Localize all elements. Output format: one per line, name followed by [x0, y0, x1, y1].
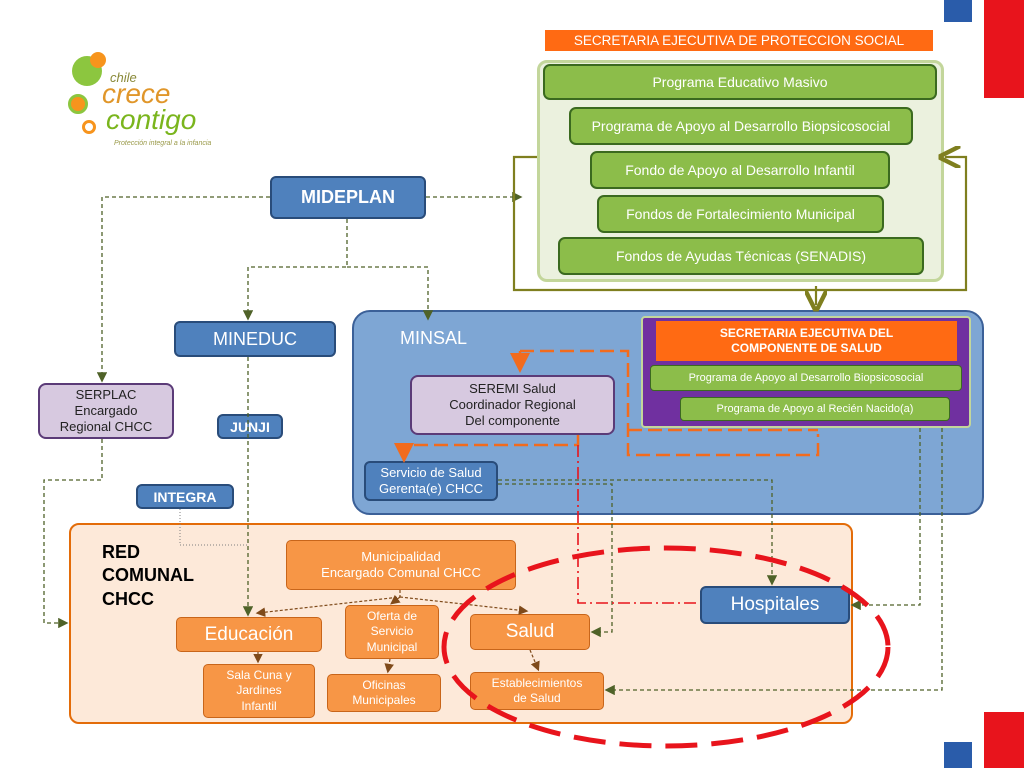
municipalidad-to-oferta-line	[390, 594, 401, 605]
program-apoyo-biopsicosocial: Programa de Apoyo al Desarrollo Biopsico…	[569, 107, 913, 145]
servicio-to-salud-line	[498, 483, 613, 638]
secretaria-salud-title: SECRETARIA EJECUTIVA DEL COMPONENTE DE S…	[656, 321, 957, 361]
servicio-salud-box: Servicio de Salud Gerenta(e) CHCC	[364, 461, 498, 501]
salud-to-establecimientos-line	[529, 649, 540, 672]
logo-country: chile	[110, 70, 137, 85]
junji-box: JUNJI	[217, 414, 283, 439]
logo-circle-icon	[90, 52, 106, 68]
salud-program-biopsicosocial: Programa de Apoyo al Desarrollo Biopsico…	[650, 365, 962, 391]
salud-program-recien-nacido: Programa de Apoyo al Recién Nacido(a)	[680, 397, 950, 421]
oferta-servicio-box: Oferta de Servicio Municipal	[345, 605, 439, 659]
logo-tagline: Protección integral a la infancia	[114, 140, 212, 147]
municipalidad-box: Municipalidad Encargado Comunal CHCC	[286, 540, 516, 590]
integra-line	[179, 509, 248, 546]
mideplan-to-mineduc-line	[242, 219, 348, 321]
logo-circle-icon	[68, 94, 88, 114]
serplac-box: SERPLAC Encargado Regional CHCC	[38, 383, 174, 439]
mideplan-box: MIDEPLAN	[270, 176, 426, 219]
oficinas-municipales-box: Oficinas Municipales	[327, 674, 441, 712]
salud-box: Salud	[470, 614, 590, 650]
seremi-coordination-loop	[520, 349, 820, 457]
establecimientos-salud-box: Establecimientos de Salud	[470, 672, 604, 710]
fondo-apoyo-desarrollo-infantil: Fondo de Apoyo al Desarrollo Infantil	[590, 151, 890, 189]
secretaria-salud-to-hospitales-line	[850, 428, 921, 611]
red-comunal-label: RED COMUNAL CHCC	[102, 542, 194, 609]
municipalidad-to-salud-line	[399, 596, 529, 615]
logo-circle-icon	[82, 120, 96, 134]
sala-cuna-box: Sala Cuna y Jardines Infantil	[203, 664, 315, 718]
minsal-label: MINSAL	[400, 328, 468, 348]
fondos-fortalecimiento-municipal: Fondos de Fortalecimiento Municipal	[597, 195, 884, 233]
secretaria-social-title: SECRETARIA EJECUTIVA DE PROTECCION SOCIA…	[545, 30, 933, 51]
seremi-to-servicio-line	[394, 435, 580, 463]
seremi-to-hospitales-line	[577, 445, 698, 604]
educacion-box: Educación	[176, 617, 322, 652]
mideplan-to-minsal-line	[347, 266, 434, 321]
mideplan-to-serplac-line	[96, 196, 270, 383]
seremi-salud-box: SEREMI Salud Coordinador Regional Del co…	[410, 375, 615, 435]
integra-box: INTEGRA	[136, 484, 234, 509]
fondos-ayudas-tecnicas: Fondos de Ayudas Técnicas (SENADIS)	[558, 237, 924, 275]
highlight-ellipse	[441, 545, 891, 749]
logo-line2: contigo	[106, 104, 197, 135]
corner-decoration-bottom	[944, 712, 1024, 768]
mineduc-box: MINEDUC	[174, 321, 336, 357]
program-educativo-masivo: Programa Educativo Masivo	[543, 64, 937, 100]
logo-line1: crece	[102, 78, 171, 109]
serplac-to-red-line	[43, 439, 103, 629]
servicio-to-hospitales-line	[498, 479, 778, 586]
oferta-to-oficinas-line	[384, 658, 394, 674]
secretaria-feedback-loop	[512, 157, 968, 292]
corner-decoration-top	[944, 0, 1024, 100]
chile-crece-contigo-logo: chile crece contigo Protección integral …	[62, 48, 232, 158]
secretaria-salud-to-establecimientos-line	[604, 428, 943, 696]
municipalidad-to-educacion-line	[255, 590, 401, 617]
hospitales-box: Hospitales	[700, 586, 850, 624]
